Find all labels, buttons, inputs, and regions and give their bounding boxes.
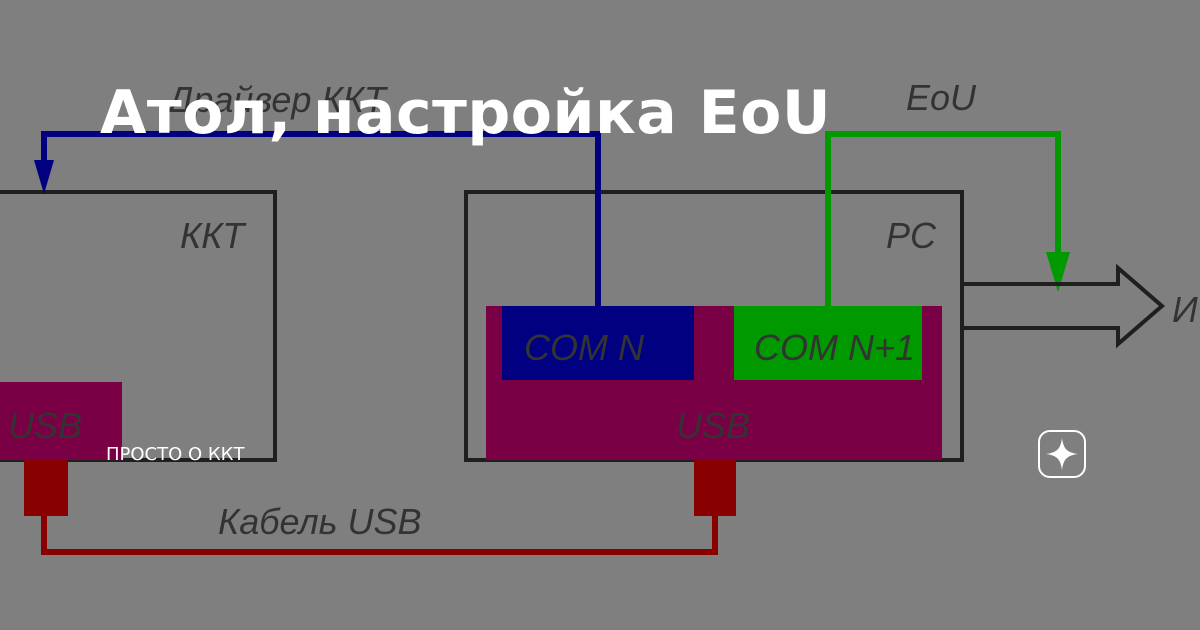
kkt-box — [0, 190, 277, 462]
pc-usb-plug — [694, 460, 736, 516]
pc-label: PC — [886, 215, 937, 256]
usb-cable — [41, 516, 718, 555]
zen-logo-button[interactable] — [1038, 430, 1086, 478]
com-n1-block — [734, 306, 922, 380]
article-title[interactable]: Атол, настройка EoU — [100, 78, 832, 148]
kkt-label: ККТ — [180, 215, 247, 256]
eou-line — [825, 131, 1061, 306]
sparkle-star-icon — [1046, 438, 1078, 470]
channel-name[interactable]: ПРОСТО О ККТ — [106, 444, 245, 465]
driver-line — [41, 131, 601, 306]
driver-arrowhead — [34, 160, 54, 194]
pc-usb-label: USB — [676, 405, 750, 446]
kkt-usb-plug — [24, 460, 68, 516]
output-arrow — [960, 263, 1166, 349]
internet-label-partial: И — [1172, 289, 1198, 330]
eou-arrowhead — [1046, 252, 1070, 292]
eou-label: EoU — [906, 77, 977, 118]
com-n-block — [502, 306, 694, 380]
cable-label: Кабель USB — [218, 501, 422, 542]
driver-label: Драйвер ККТ — [164, 79, 389, 120]
com-n-label: COM N — [524, 327, 645, 368]
kkt-usb-block — [0, 382, 122, 460]
com-n1-label: COM N+1 — [754, 327, 915, 368]
kkt-usb-label: USB — [8, 405, 82, 446]
